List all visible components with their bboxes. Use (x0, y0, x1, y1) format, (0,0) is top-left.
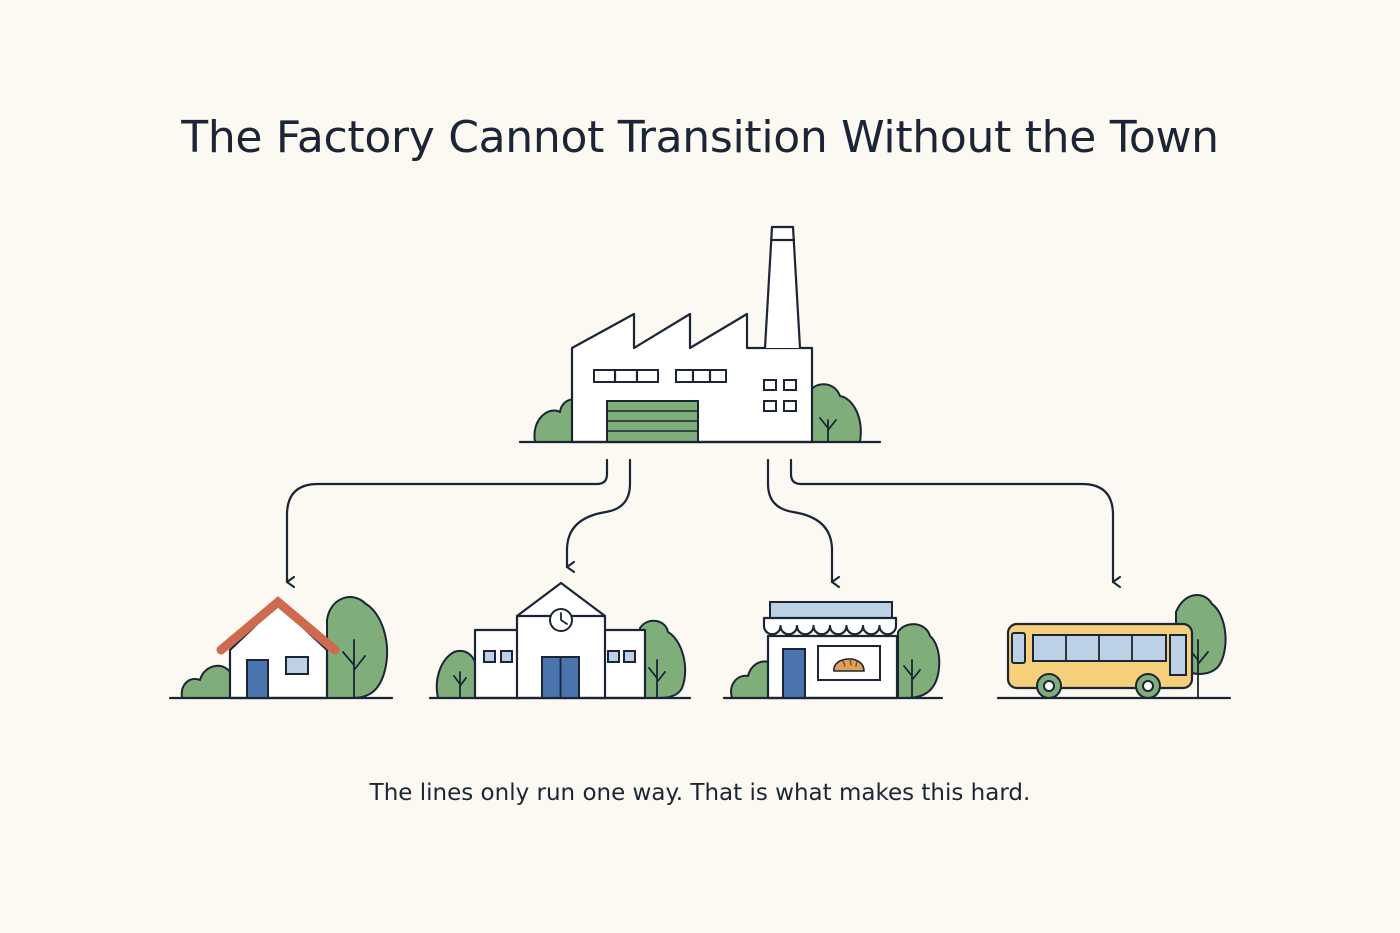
school-icon (428, 581, 692, 700)
awning-icon (762, 601, 898, 636)
factory-windows-mid-icon (675, 368, 727, 384)
bus-rear-wheel-icon (1135, 673, 1161, 699)
factory-windows-left-icon (593, 368, 659, 384)
arrow-factory-to-house (285, 458, 609, 588)
bakery-shop-icon (722, 601, 944, 700)
bus-front-wheel-icon (1036, 673, 1062, 699)
caption: The lines only run one way. That is what… (369, 780, 1031, 806)
bread-icon (833, 658, 865, 672)
bus-icon (996, 594, 1232, 700)
factory-loading-door-icon (606, 400, 699, 443)
house-icon (168, 596, 394, 700)
arrow-factory-to-bus (789, 458, 1121, 588)
factory-icon (518, 225, 882, 444)
factory-office-windows-icon (763, 379, 797, 412)
arrow-factory-to-bakery (766, 458, 840, 588)
clock-icon (549, 608, 573, 632)
dependency-arrows (285, 458, 1121, 588)
arrow-factory-to-school (565, 458, 632, 573)
page-title: The Factory Cannot Transition Without th… (181, 112, 1219, 163)
